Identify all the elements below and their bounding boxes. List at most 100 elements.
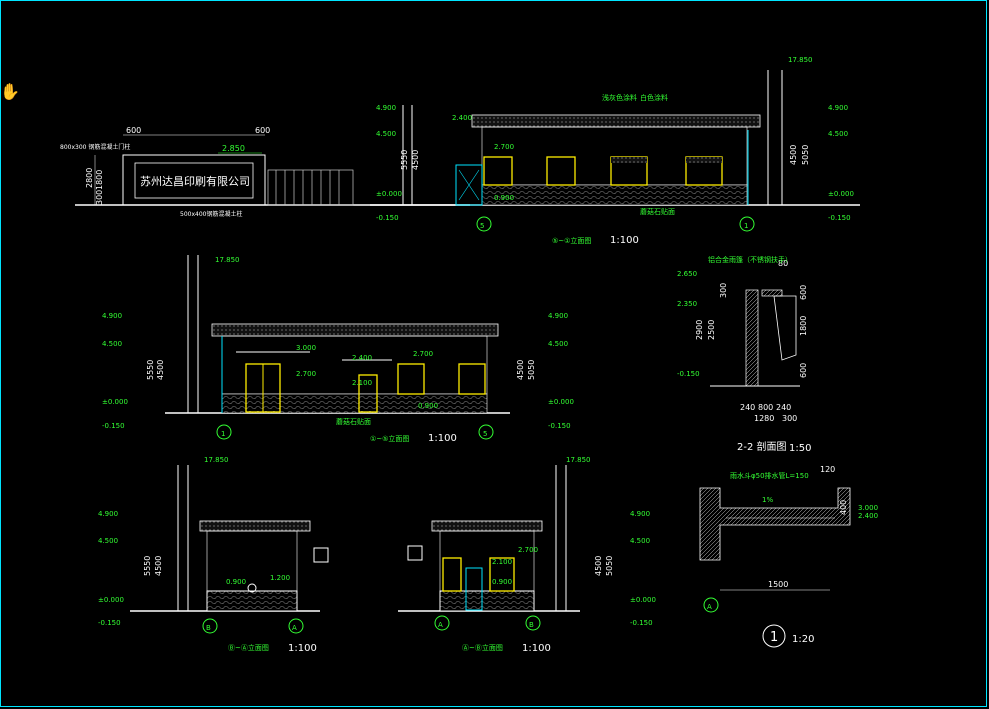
scale-section: 1:50: [789, 443, 811, 454]
title-detail: 1: [770, 630, 778, 645]
gate-note-bottom: 500x400钢筋混凝土柱: [180, 210, 242, 218]
axis-1-b: 1: [221, 430, 225, 438]
axis-A-e: A: [438, 621, 443, 629]
dim-2900: 2900: [695, 320, 704, 340]
dim-2500: 2500: [707, 320, 716, 340]
dim-600-s2: 600: [799, 363, 808, 378]
dim-4900-l: 4.900: [376, 104, 396, 112]
scale-front: 1:100: [610, 235, 639, 246]
dim-m150-d: -0.150: [630, 619, 653, 627]
dim-80: 80: [778, 259, 788, 268]
dim-2700-b2: 2.700: [413, 350, 433, 358]
axis-5: 5: [480, 222, 484, 230]
section-2-2: 2.650 2.350 -0.150 80 铝合金雨篷（不锈钢扶手） 2900 …: [677, 255, 811, 454]
dim-300-s: 300: [719, 283, 728, 298]
title-back: ①~⑤立面图: [370, 434, 409, 443]
dim-4500-v-r: 4500: [789, 145, 798, 165]
dim-1800: 1800: [95, 170, 104, 190]
title-ab: Ⓐ~Ⓑ立面图: [462, 643, 503, 652]
dim-4500-r: 4.500: [828, 130, 848, 138]
note-canopy: 铝合金雨篷（不锈钢扶手）: [708, 255, 792, 264]
dim-1pct: 1%: [762, 496, 773, 504]
axis-5-b: 5: [483, 430, 487, 438]
dim-1280: 1280: [754, 414, 774, 423]
dim-4500v-b-r: 4500: [516, 360, 525, 380]
axis-A-d: A: [707, 603, 712, 611]
dim-4500-l: 4.500: [376, 130, 396, 138]
dim-2700: 2.700: [494, 143, 514, 151]
dim-17850: 17.850: [788, 56, 813, 64]
dim-2650: 2.650: [677, 270, 697, 278]
back-elevation: 4.900 4.500 ±0.000 -0.150 17.850 3.000 2…: [102, 255, 574, 444]
front-elevation: 4.900 4.500 ±0.000 -0.150 2.400 2.700 0.…: [370, 56, 860, 246]
gate-elevation: 苏州达昌印刷有限公司 600 600 2.850 800x300 钢筋混凝土门柱…: [60, 126, 470, 218]
dim-4900-r: 4.900: [828, 104, 848, 112]
axis-1: 1: [744, 222, 748, 230]
scale-detail: 1:20: [792, 634, 814, 645]
company-sign-text: 苏州达昌印刷有限公司: [140, 174, 250, 188]
dim-m150-c: -0.150: [98, 619, 121, 627]
dim-1800-s: 1800: [799, 316, 808, 336]
dim-0900: 0.900: [494, 194, 514, 202]
dim-120: 120: [820, 465, 835, 474]
dim-300-gate: 300: [95, 190, 104, 205]
pan-hand-cursor-icon: ✋: [0, 82, 20, 101]
elevation-b-a: 4.900 4.500 ±0.000 -0.150 17.850 0.900 1…: [98, 456, 329, 654]
elevation-a-b: 17.850 2.100 2.700 0.900 4.900 4.500 ±0.…: [398, 456, 656, 654]
title-ba: Ⓑ~Ⓐ立面图: [228, 643, 269, 652]
dim-5550-c: 5550: [143, 556, 152, 576]
dim-4500v-d: 4500: [594, 556, 603, 576]
axis-B-c: B: [206, 624, 211, 632]
scale-back: 1:100: [428, 433, 457, 444]
dim-4500-b-r: 4.500: [548, 340, 568, 348]
title-section: 2-2 剖面图: [737, 440, 787, 453]
dim-m150-b-r: -0.150: [548, 422, 571, 430]
note-label: 白色涂料: [640, 93, 668, 102]
fence: [267, 169, 354, 206]
dim-0900-c: 0.900: [226, 578, 246, 586]
dim-0900-d: 0.900: [492, 578, 512, 586]
dim-400-d: 400: [839, 500, 848, 515]
axis-A-c: A: [292, 624, 297, 632]
dim-5550: 5550: [400, 150, 409, 170]
dim-2100-b: 2.100: [352, 379, 372, 387]
dim-2800: 2800: [85, 168, 94, 188]
note-drain: 雨水斗φ50排水管L=150: [730, 471, 809, 480]
dim-m150-r: -0.150: [828, 214, 851, 222]
dim-5050-b: 5050: [527, 360, 536, 380]
dim-0000-c: ±0.000: [98, 596, 124, 604]
dim-0000-l: ±0.000: [376, 190, 402, 198]
dim-m150-l: -0.150: [376, 214, 399, 222]
dim-800: 800: [758, 403, 773, 412]
dim-5050-d: 5050: [605, 556, 614, 576]
dim-2400-d: 2.400: [858, 512, 878, 520]
dim-3000-b: 3.000: [296, 344, 316, 352]
scale-ba: 1:100: [288, 643, 317, 654]
dim-4500-c: 4.500: [98, 537, 118, 545]
title-front: ⑤~①立面图: [552, 236, 591, 245]
gate-note-top: 800x300 钢筋混凝土门柱: [60, 143, 130, 151]
dim-4500v-c: 4500: [154, 556, 163, 576]
note-base: 蘑菇石贴面: [640, 207, 675, 216]
dim-240a: 240: [740, 403, 755, 412]
dim-1200-c: 1.200: [270, 574, 290, 582]
dim-17850-b: 17.850: [215, 256, 240, 264]
note-stone: 浅灰色涂料: [602, 93, 637, 102]
dim-m150-s: -0.150: [677, 370, 700, 378]
dim-2350: 2.350: [677, 300, 697, 308]
dim-0000-d: ±0.000: [630, 596, 656, 604]
dim-17850-d: 17.850: [566, 456, 591, 464]
dim-4900-c: 4.900: [98, 510, 118, 518]
dim-5050: 5050: [801, 145, 810, 165]
detail-1: 1% 雨水斗φ50排水管L=150 120 3.000 2.400 400 15…: [699, 465, 878, 648]
dim-5550-b: 5550: [146, 360, 155, 380]
dim-600-left: 600: [126, 126, 141, 135]
dim-m150-b: -0.150: [102, 422, 125, 430]
scale-ab: 1:100: [522, 643, 551, 654]
dim-0000-r: ±0.000: [828, 190, 854, 198]
dim-600-right: 600: [255, 126, 270, 135]
dim-3000-d: 3.000: [858, 504, 878, 512]
dim-0000-b-r: ±0.000: [548, 398, 574, 406]
dim-2700-b: 2.700: [296, 370, 316, 378]
